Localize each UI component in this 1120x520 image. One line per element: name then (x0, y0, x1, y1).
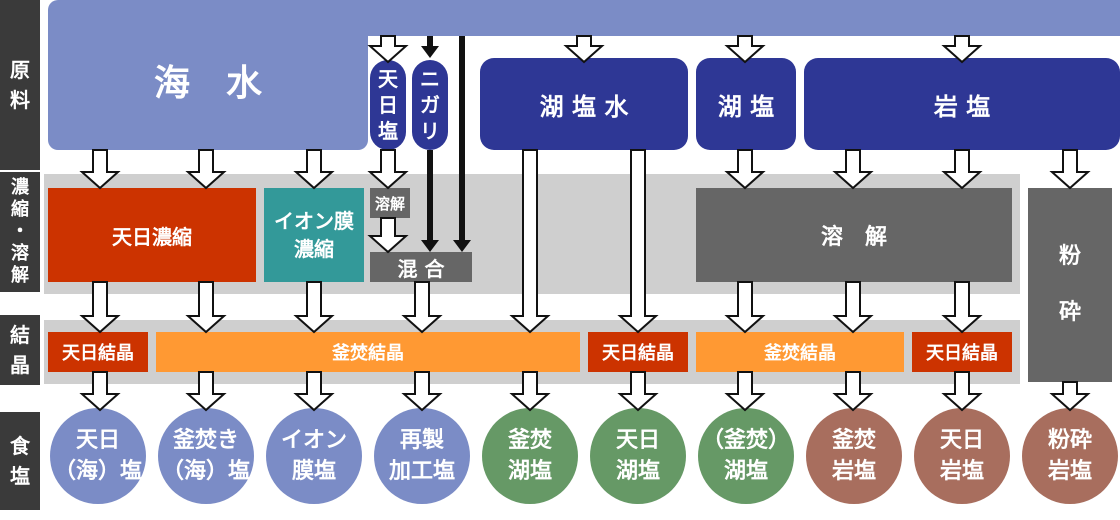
arrow-to-salt-7 (724, 371, 766, 412)
arrow-to-salt-10 (1049, 381, 1091, 412)
mix-box: 混 合 (370, 252, 472, 282)
arrow-to-salt-6 (617, 371, 659, 412)
rock-salt-source: 岩 塩 (804, 58, 1120, 150)
dissolve-small-box: 溶解 (370, 188, 410, 218)
salt-solar-rock: 天日 岩塩 (914, 408, 1010, 504)
salt-kettle-lake: 釜焚 湖塩 (482, 408, 578, 504)
seawater-box: 海 水 (48, 20, 368, 150)
arrow-to-lake-salt (724, 35, 766, 64)
arrow-conc-solar-1 (79, 281, 121, 334)
salt-crushed-rock: 粉砕 岩塩 (1022, 408, 1118, 504)
arrow-rock-dissolve-2 (941, 149, 983, 190)
lake-salt-source: 湖 塩 (696, 58, 796, 150)
kettle-crystallization-1: 釜焚結晶 (156, 332, 580, 372)
arrow-to-lake-water (563, 35, 605, 64)
arrow-lake-salt-dissolve (724, 149, 766, 190)
arrow-conc-kettle-a (185, 281, 227, 334)
ion-membrane-box: イオン膜 濃縮 (264, 188, 364, 282)
arrow-rock-crush (1049, 149, 1091, 190)
arrow-conc-kettle-b (293, 281, 335, 334)
arrow-dissolve-solar-3 (941, 281, 983, 334)
salt-solar-sea: 天日 （海）塩 (50, 408, 146, 504)
arrow-dissolve-kettle-2a (724, 281, 766, 334)
arrow-rock-dissolve-1 (832, 149, 874, 190)
arrow-black-nigari-mix (421, 150, 439, 252)
arrow-to-salt-5 (509, 371, 551, 412)
arrow-black-to-nigari (421, 36, 439, 58)
salt-kettle-rock: 釜焚 岩塩 (806, 408, 902, 504)
arrow-to-salt-4 (401, 371, 443, 412)
arrow-to-salt-1 (79, 371, 121, 412)
crush-box: 粉 砕 (1028, 188, 1112, 382)
arrow-sea-ion (293, 149, 335, 190)
sun-salt-source: 天 日 塩 (370, 60, 406, 150)
kettle-crystallization-2: 釜焚結晶 (696, 332, 904, 372)
stage-label-crystallize: 結 晶 (0, 315, 40, 385)
salt-kettle-lake-2: （釜焚） 湖塩 (698, 408, 794, 504)
salt-reprocessed: 再製 加工塩 (374, 408, 470, 504)
arrow-sea-solar-conc (79, 149, 121, 190)
stage-label-concentrate: 濃 縮 ・ 溶 解 (0, 172, 40, 292)
arrow-to-salt-3 (293, 371, 335, 412)
solar-crystallization-2: 天日結晶 (588, 332, 688, 372)
solar-crystallization-3: 天日結晶 (912, 332, 1012, 372)
salt-ion-membrane: イオン 膜塩 (266, 408, 362, 504)
solar-concentration-box: 天日濃縮 (48, 188, 256, 282)
lake-water-source: 湖 塩 水 (480, 58, 688, 150)
salt-kettle-sea: 釜焚き （海）塩 (158, 408, 254, 504)
arrow-lake-water-kettle (509, 149, 551, 334)
solar-crystallization-1: 天日結晶 (48, 332, 148, 372)
arrow-to-sun-salt (367, 35, 409, 64)
arrow-to-salt-2 (185, 371, 227, 412)
stage-label-raw: 原 料 (0, 0, 40, 170)
arrow-lake-water-solar (617, 149, 659, 334)
arrow-to-salt-8 (832, 371, 874, 412)
stage-label-salt: 食 塩 (0, 412, 40, 510)
arrow-mix-kettle (401, 281, 443, 334)
salt-solar-lake: 天日 湖塩 (590, 408, 686, 504)
arrow-to-rock-salt (941, 35, 983, 64)
arrow-to-salt-9 (941, 371, 983, 412)
arrow-black-sea-mix (453, 36, 471, 252)
arrow-sea-kettle (185, 149, 227, 190)
nigari-source: ニ ガ リ (412, 60, 448, 150)
arrow-dissolve-kettle-2b (832, 281, 874, 334)
arrow-sun-salt-dissolve (367, 149, 409, 190)
dissolve-box: 溶 解 (696, 188, 1012, 282)
arrow-dissolve-to-mix (367, 217, 409, 254)
